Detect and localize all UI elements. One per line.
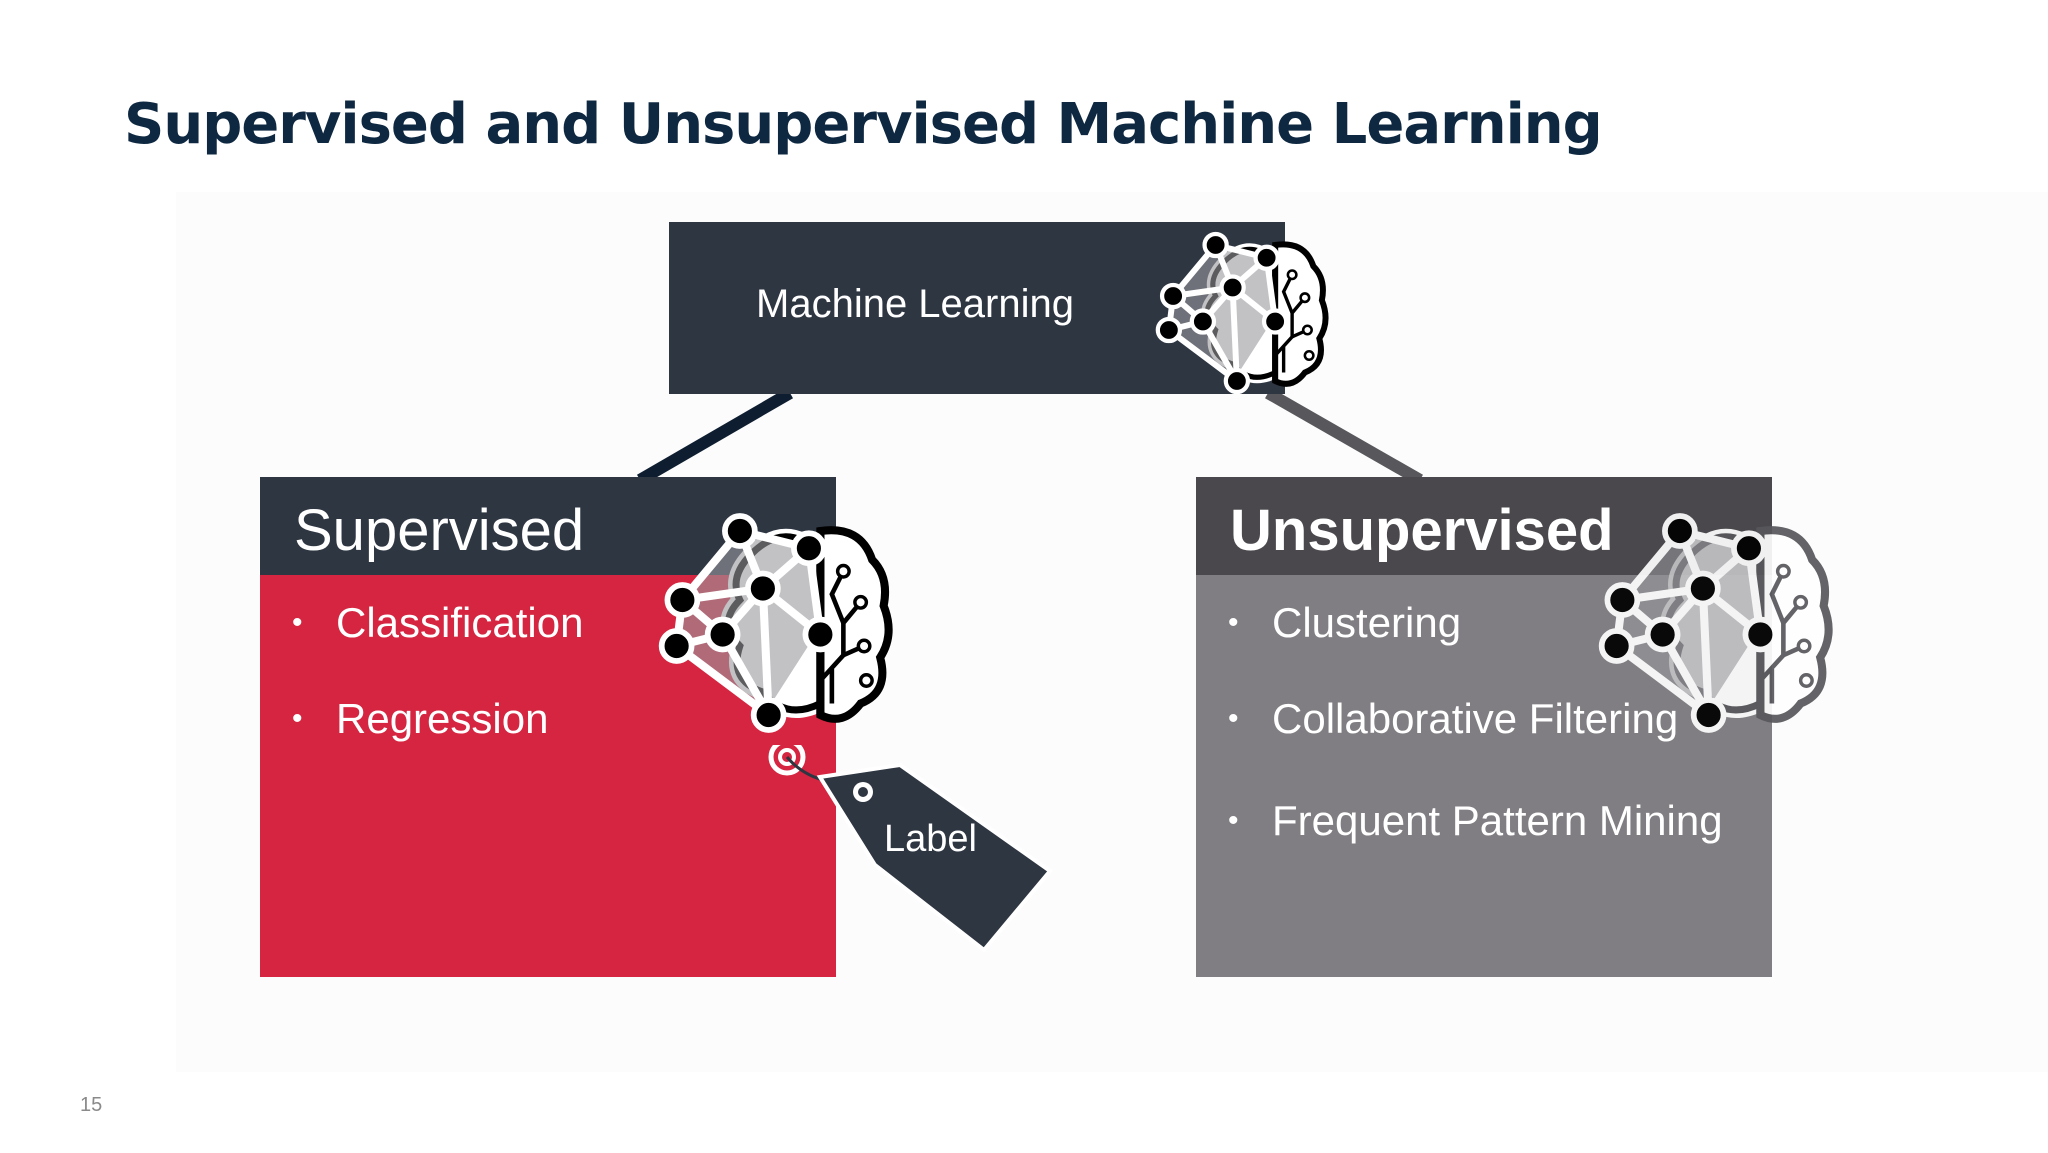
connector-supervised: [636, 387, 794, 486]
list-item: Frequent Pattern Mining: [1228, 795, 1723, 847]
supervised-title: Supervised: [294, 498, 585, 563]
unsupervised-title: Unsupervised: [1230, 498, 1614, 563]
brain-network-icon: [638, 508, 928, 738]
connector-unsupervised: [1265, 387, 1423, 486]
unsupervised-list: Clustering Collaborative Filtering Frequ…: [1228, 597, 1723, 847]
label-tag-text: Label: [884, 818, 977, 860]
list-item: Classification: [292, 597, 583, 693]
machine-learning-label: Machine Learning: [756, 282, 1074, 326]
brain-network-icon: [1578, 508, 1868, 738]
supervised-body: Classification Regression: [260, 575, 836, 977]
brain-network-icon: [1140, 228, 1355, 398]
page-number: 15: [80, 1094, 103, 1116]
list-item: Regression: [292, 693, 583, 789]
list-item: Collaborative Filtering: [1228, 693, 1723, 795]
slide-title: Supervised and Unsupervised Machine Lear…: [124, 92, 1603, 157]
list-item: Clustering: [1228, 597, 1723, 693]
label-tag-icon: [768, 745, 1053, 953]
supervised-list: Classification Regression: [292, 597, 583, 789]
